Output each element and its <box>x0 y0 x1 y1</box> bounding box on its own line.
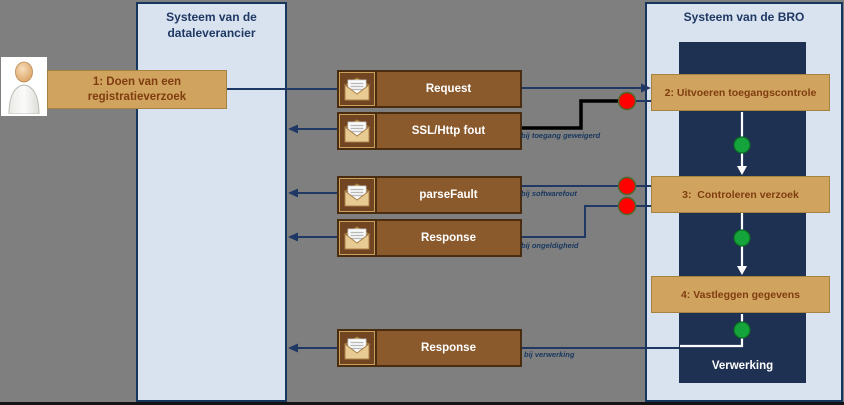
actor-dataleverancier <box>1 57 47 116</box>
step-1-registratieverzoek: 1: Doen van een registratieverzoek <box>47 70 227 109</box>
message-response-ongeldig: Response <box>337 219 522 257</box>
envelope-icon <box>343 119 371 143</box>
red-dot-icon <box>617 91 637 111</box>
note-softwarefout: bij softwarefout <box>521 189 577 198</box>
message-label: SSL/Http fout <box>411 125 486 137</box>
panel-bro-title: Systeem van de BRO <box>683 10 805 24</box>
message-label: Response <box>421 342 476 354</box>
step-3-label: 3: Controleren verzoek <box>682 188 799 201</box>
step-2-toegangscontrole: 2: Uitvoeren toegangscontrole <box>651 74 830 111</box>
bottom-edge <box>0 402 844 405</box>
message-parsefault: parseFault <box>337 176 522 214</box>
red-dot-icon <box>617 176 637 196</box>
message-request: Request <box>337 70 522 108</box>
person-icon <box>8 61 40 114</box>
step-4-vastleggen-gegevens: 4: Vastleggen gegevens <box>651 276 830 313</box>
note-ongeldigheid: bij ongeldigheid <box>521 241 579 250</box>
envelope-icon <box>343 77 371 101</box>
note-toegang-geweigerd: bij toegang geweigerd <box>521 131 601 140</box>
panel-dataleverancier: Systeem van de dataleverancier <box>136 2 287 402</box>
message-label: parseFault <box>419 189 478 201</box>
panel-dataleverancier-title: Systeem van de dataleverancier <box>166 10 257 40</box>
message-ssl-http-fout: SSL/Http fout <box>337 112 522 150</box>
envelope-icon <box>343 183 371 207</box>
red-dot-icon <box>617 196 637 216</box>
step-1-label: 1: Doen van een registratieverzoek <box>87 76 187 103</box>
message-label: Response <box>421 232 476 244</box>
envelope-icon <box>343 226 371 250</box>
envelope-icon <box>343 336 371 360</box>
message-response-verwerking: Response <box>337 329 522 367</box>
step-4-label: 4: Vastleggen gegevens <box>680 288 801 301</box>
verwerking-label: Verwerking <box>711 360 774 372</box>
step-3-controleren-verzoek: 3: Controleren verzoek <box>651 176 830 213</box>
message-label: Request <box>425 83 472 95</box>
note-verwerking: bij verwerking <box>524 350 575 359</box>
step-2-label: 2: Uitvoeren toegangscontrole <box>664 86 817 99</box>
